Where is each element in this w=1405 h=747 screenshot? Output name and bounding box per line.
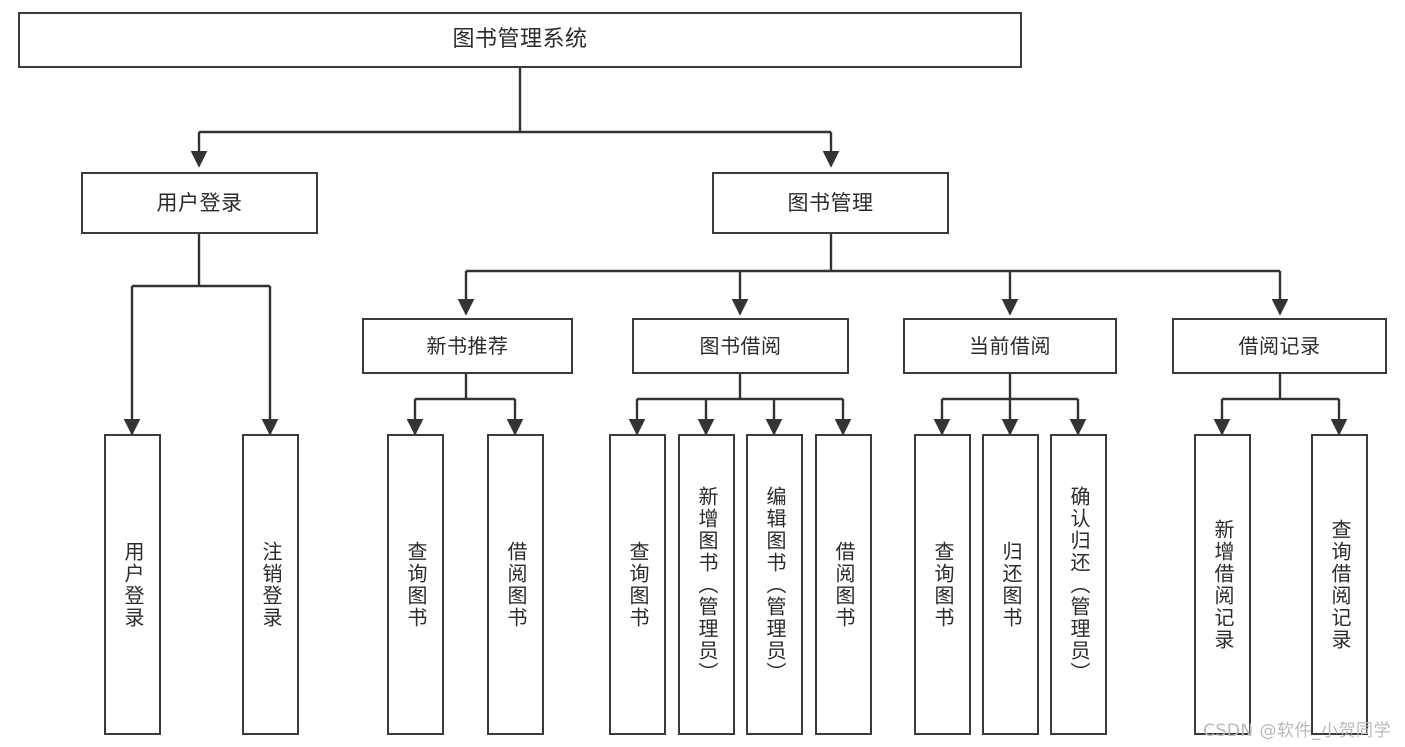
- node-book-management[interactable]: 图书管理: [712, 172, 949, 234]
- leaf-newbook-query-book-label: 查询图书: [404, 540, 428, 629]
- leaf-current-confirm-return-admin-label: 确认归还（管理员）: [1067, 485, 1091, 684]
- leaf-current-confirm-return-admin[interactable]: 确认归还（管理员）: [1050, 434, 1107, 735]
- leaf-user-login-label: 用户登录: [121, 540, 145, 629]
- leaf-user-login[interactable]: 用户登录: [104, 434, 161, 735]
- node-book-borrow[interactable]: 图书借阅: [632, 318, 849, 374]
- leaf-borrow-add-book-admin[interactable]: 新增图书（管理员）: [678, 434, 735, 735]
- leaf-borrow-query-book[interactable]: 查询图书: [609, 434, 666, 735]
- leaf-records-add-record-label: 新增借阅记录: [1211, 518, 1235, 651]
- node-root-label: 图书管理系统: [452, 27, 588, 53]
- leaf-newbook-borrow-book[interactable]: 借阅图书: [487, 434, 544, 735]
- node-user-login-label: 用户登录: [156, 190, 243, 215]
- leaf-borrow-query-book-label: 查询图书: [626, 540, 650, 629]
- leaf-records-add-record[interactable]: 新增借阅记录: [1194, 434, 1251, 735]
- node-user-login[interactable]: 用户登录: [81, 172, 318, 234]
- node-current-borrow-label: 当前借阅: [969, 333, 1051, 358]
- leaf-current-query-book[interactable]: 查询图书: [914, 434, 971, 735]
- leaf-borrow-borrow-book[interactable]: 借阅图书: [815, 434, 872, 735]
- leaf-borrow-edit-book-admin-label: 编辑图书（管理员）: [763, 485, 787, 684]
- node-book-borrow-label: 图书借阅: [699, 333, 782, 358]
- node-current-borrow[interactable]: 当前借阅: [903, 318, 1117, 374]
- leaf-current-return-book[interactable]: 归还图书: [982, 434, 1039, 735]
- node-new-book-recommend[interactable]: 新书推荐: [362, 318, 573, 374]
- node-book-management-label: 图书管理: [787, 190, 874, 215]
- node-new-book-recommend-label: 新书推荐: [426, 333, 509, 358]
- node-borrow-records[interactable]: 借阅记录: [1172, 318, 1387, 374]
- leaf-borrow-edit-book-admin[interactable]: 编辑图书（管理员）: [746, 434, 803, 735]
- leaf-logout[interactable]: 注销登录: [242, 434, 299, 735]
- leaf-newbook-borrow-book-label: 借阅图书: [504, 540, 528, 629]
- leaf-current-query-book-label: 查询图书: [931, 540, 955, 629]
- leaf-logout-label: 注销登录: [259, 540, 283, 629]
- node-borrow-records-label: 借阅记录: [1238, 333, 1321, 358]
- csdn-watermark: CSDN @软件_小贺同学: [1203, 721, 1391, 741]
- leaf-records-query-record[interactable]: 查询借阅记录: [1311, 434, 1368, 735]
- node-root[interactable]: 图书管理系统: [18, 12, 1022, 68]
- leaf-current-return-book-label: 归还图书: [999, 540, 1023, 629]
- leaf-records-query-record-label: 查询借阅记录: [1328, 518, 1352, 651]
- leaf-borrow-add-book-admin-label: 新增图书（管理员）: [695, 485, 719, 684]
- leaf-borrow-borrow-book-label: 借阅图书: [832, 540, 856, 629]
- leaf-newbook-query-book[interactable]: 查询图书: [387, 434, 444, 735]
